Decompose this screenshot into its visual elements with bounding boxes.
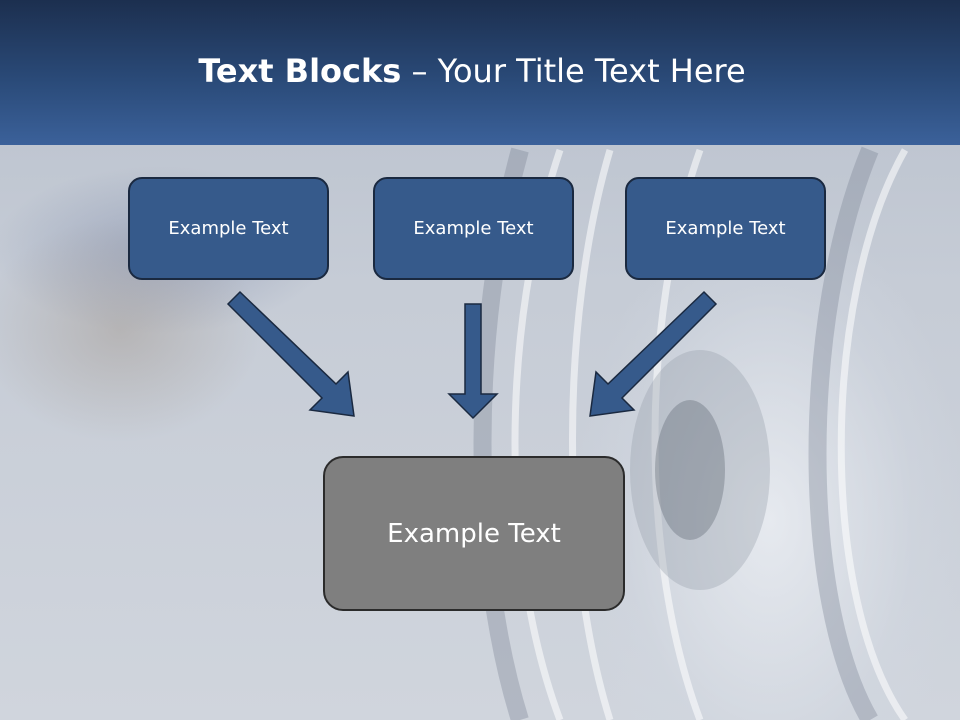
arrow-left-diagonal <box>226 290 355 417</box>
arrow-down <box>447 303 499 420</box>
arrow-right-diagonal <box>589 290 718 417</box>
result-block[interactable]: Example Text <box>323 456 625 611</box>
title-bar: Text Blocks – Your Title Text Here <box>0 0 960 145</box>
text-block-1[interactable]: Example Text <box>128 177 329 280</box>
text-block-3[interactable]: Example Text <box>625 177 826 280</box>
title-rest: – Your Title Text Here <box>401 52 746 90</box>
title-bold: Text Blocks <box>198 52 402 90</box>
text-block-2[interactable]: Example Text <box>373 177 574 280</box>
slide-title: Text Blocks – Your Title Text Here <box>0 52 944 90</box>
